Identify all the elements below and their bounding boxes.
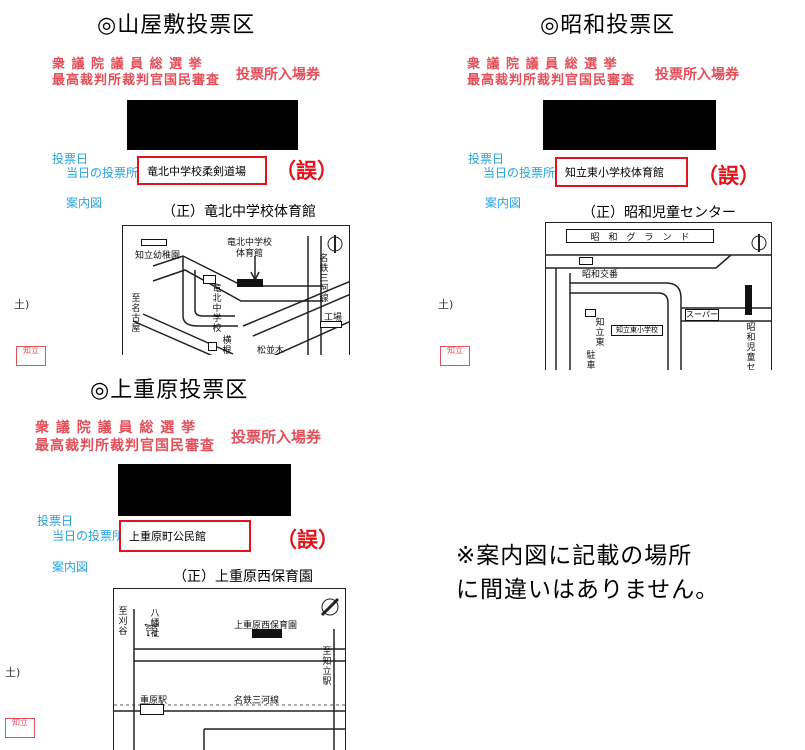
label-nursery: 上重原西保育園 [234,621,298,631]
koban-building [579,257,593,265]
label-kindergarten: 知立幼稚園 [135,251,181,261]
venue-box: 上重原町公民館 [119,520,251,552]
edge-text: 土) [438,298,454,311]
label-date: 投票日 [37,514,74,528]
note-line2: に間違いはありません。 [456,577,720,603]
label-matsunamiki: 松並木 [257,346,285,355]
label-school: 竜北中学校 [212,284,222,334]
factory-building [320,321,342,328]
label-koban: 昭和交番 [582,270,619,280]
panel-heading: ◎山屋敷投票区 [97,13,256,38]
map-roads [546,234,771,370]
label-parking: 駐車場 [586,351,596,370]
clarification-note: ※案内図に記載の場所 に間違いはありません。 [456,539,719,607]
election-line2: 最高裁判所裁判官国民審査 [35,438,215,454]
label-gym: 竜北中学校 体育館 [227,238,273,259]
correct-venue: （正）昭和児童センター [582,205,736,221]
election-line2: 最高裁判所裁判官国民審査 [467,73,636,88]
supermarket-building: スーパー [685,309,719,321]
error-mark: （誤） [276,528,339,552]
error-mark: （誤） [697,164,760,188]
label-station: 重原駅 [140,696,168,706]
venue-printed: 竜北中学校柔剣道場 [147,164,246,178]
seal-stamp: 知立 [440,346,470,366]
ticket-title: 投票所入場券 [655,67,739,83]
seal-stamp: 知立 [16,346,46,366]
guide-map: 知立幼稚園 竜北中学校 体育館 竜北中学校 名鉄三河線 工場 至名古屋 松並木 … [122,225,350,355]
factory2-building [208,342,217,351]
station-building [140,704,164,715]
gym-marker [237,279,263,287]
label-date: 投票日 [468,152,505,166]
panel-heading: ◎昭和投票区 [540,13,676,38]
redaction-block [543,100,716,150]
label-school-v: 知立東 [595,318,605,348]
label-factory: 工場 [324,313,343,323]
school-gate [585,309,596,317]
label-ground: 昭 和 グ ラ ン ド [590,232,690,243]
map-roads [114,597,345,750]
label-factory2: 横根工場 [222,336,232,355]
school-building [203,275,216,284]
label-railway: 名鉄三河線 [319,254,329,304]
shrine-icon: ⛩ [144,623,160,637]
election-title: 衆 議 院 議 員 総 選 挙 最高裁判所裁判官国民審査 [35,419,215,455]
ticket-title: 投票所入場券 [231,428,322,446]
correct-venue: （正）上重原西保育園 [173,569,313,585]
election-line1: 衆 議 院 議 員 総 選 挙 [467,57,618,72]
edge-text: 土) [14,298,30,311]
election-line1: 衆 議 院 議 員 総 選 挙 [35,420,197,436]
ticket-title: 投票所入場券 [236,67,320,83]
venue-box: 知立東小学校体育館 [555,157,688,187]
guide-map: 昭 和 グ ラ ン ド 昭和交番 スーパー 知立東 知立東小学校 駐車場 昭和児… [545,222,772,370]
school-building: 知立東小学校 [611,325,663,336]
label-map: 案内図 [485,196,522,210]
label-map: 案内図 [66,196,103,210]
guide-map: 至刈谷 ⛩ 八幡社 上重原西保育園 至知立駅 重原駅 名鉄三河線 [113,588,346,750]
label-venue: 当日の投票所 [66,166,139,180]
redaction-block [127,100,298,150]
correct-venue: （正）竜北中学校体育館 [162,204,316,220]
error-mark: （誤） [275,159,338,183]
edge-text: 土) [5,666,21,679]
label-date: 投票日 [52,152,89,166]
label-center: 昭和児童セン [746,323,756,370]
label-map: 案内図 [52,560,89,574]
venue-printed: 上重原町公民館 [129,530,206,543]
nursery-marker [252,629,282,638]
label-railway: 名鉄三河線 [234,696,280,706]
label-to-nagoya: 至名古屋 [131,294,141,334]
label-to-chiryu: 至知立駅 [322,647,332,687]
venue-printed: 知立東小学校体育館 [565,166,664,179]
election-title: 衆 議 院 議 員 総 選 挙 最高裁判所裁判官国民審査 [52,57,220,89]
label-school: 知立東小学校 [616,326,658,334]
ground-building: 昭 和 グ ラ ン ド [566,229,714,243]
label-shrine: 八幡社 [150,609,160,639]
election-title: 衆 議 院 議 員 総 選 挙 最高裁判所裁判官国民審査 [467,57,635,89]
label-supermarket: スーパー [686,310,718,319]
election-line1: 衆 議 院 議 員 総 選 挙 [52,57,203,72]
label-venue: 当日の投票所 [52,529,125,543]
venue-box: 竜北中学校柔剣道場 [137,156,267,185]
note-line1: ※案内図に記載の場所 [456,543,693,569]
seal-stamp: 知立 [5,718,35,738]
label-to-kariya: 至刈谷 [118,607,128,637]
kindergarten-building [141,239,167,246]
center-marker [745,285,752,315]
label-venue: 当日の投票所 [483,166,556,180]
panel-heading: ◎上重原投票区 [90,378,249,403]
election-line2: 最高裁判所裁判官国民審査 [52,73,221,88]
redaction-block [118,464,291,516]
